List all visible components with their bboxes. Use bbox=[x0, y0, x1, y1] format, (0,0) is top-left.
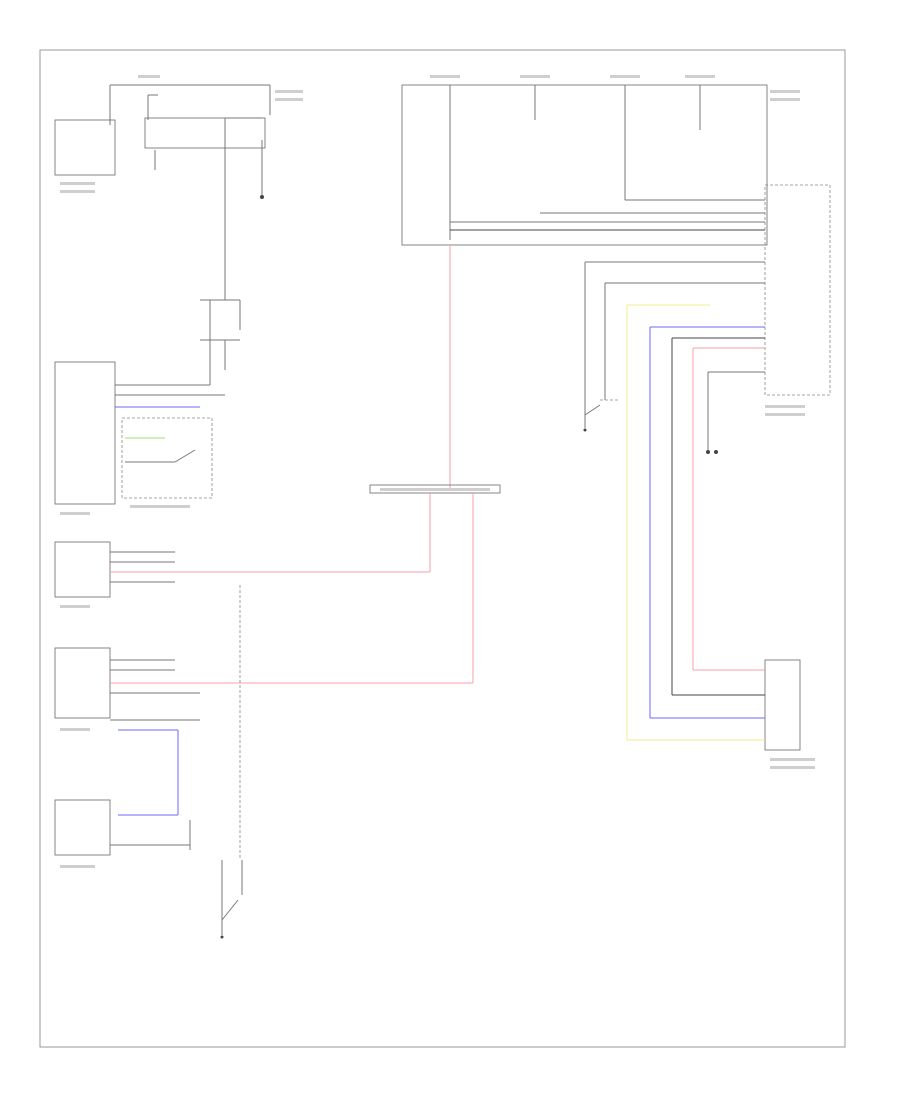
switch-box-2-wires bbox=[110, 659, 473, 816]
switch-box-2 bbox=[54, 647, 111, 719]
switch-box-1-wires bbox=[110, 551, 430, 583]
junction-connector bbox=[369, 484, 501, 494]
fuse-block-internal-wires bbox=[449, 85, 765, 240]
right-ecu-connector-bottom bbox=[764, 659, 801, 751]
right-mid-switch bbox=[583, 399, 620, 432]
right-lower-wire-ends bbox=[627, 669, 765, 741]
switch-box-3 bbox=[54, 799, 111, 856]
relay-box-top-left bbox=[144, 117, 266, 149]
switch-box-1 bbox=[54, 541, 111, 598]
right-ecu-wires bbox=[584, 261, 765, 740]
label-placeholders bbox=[60, 75, 815, 868]
left-control-module bbox=[54, 361, 116, 505]
ground-point bbox=[260, 195, 264, 199]
fuse-block-top-center bbox=[401, 84, 768, 246]
left-sensor-box bbox=[54, 119, 116, 176]
switch-subassembly-box bbox=[121, 417, 213, 499]
left-power-supply bbox=[54, 84, 271, 385]
diagram-frame bbox=[39, 49, 846, 1048]
left-module-wires bbox=[115, 384, 225, 499]
right-ecu-connector-top bbox=[764, 184, 831, 396]
lower-left-switch bbox=[220, 860, 243, 939]
